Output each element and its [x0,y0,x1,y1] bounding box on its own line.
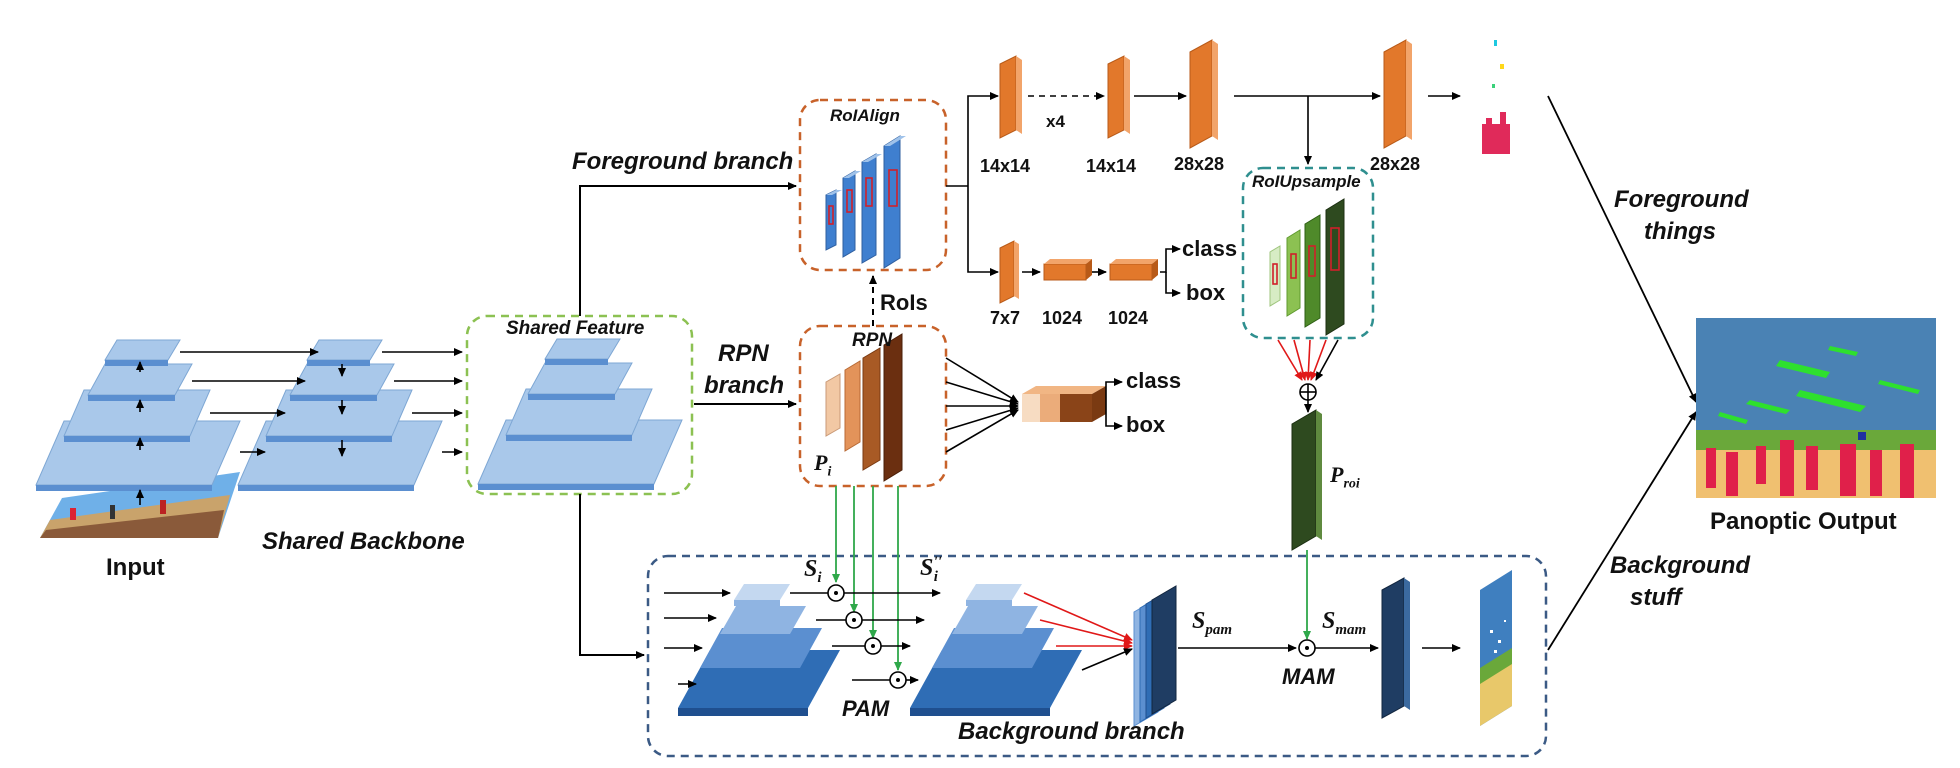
pam-label: PAM [842,696,890,721]
mask-size-2-label: 14x14 [1086,156,1137,176]
p-roi-label: Proi [1330,462,1360,492]
roialign-output-arrows [946,92,999,276]
background-stuff-label-line2: stuff [1630,584,1682,611]
roiupsample-feature-stack [1269,198,1345,336]
s-mam-label: Smam [1322,608,1367,638]
pam-input-pyramid [678,584,840,716]
mask-size-4-label: 28x28 [1370,154,1421,174]
roialign-label: RoIAlign [830,106,900,125]
background-branch-label: Background branch [958,718,1185,745]
concat-feature-stack [1133,585,1177,727]
shared-backbone-label: Shared Backbone [262,528,465,555]
box-head-class-label: class [1182,236,1238,261]
box-head-blocks [999,240,1158,304]
roiupsample-black-arrow [1315,339,1339,381]
roiupsample-box [1241,166,1375,340]
box-size-3-label: 1024 [1108,308,1149,328]
pam-dot-centers [834,591,900,682]
mam-operator [1298,639,1316,657]
rpn-branch-label-line1: RPN [718,340,769,367]
s-i-label: Si [804,556,822,586]
roialign-box [798,98,948,272]
mask-head-blocks [999,39,1412,149]
stuff-segmentation-preview [1480,570,1512,726]
roialign-feature-stack [825,135,906,269]
roiupsample-red-arrows [1277,339,1327,381]
input-label: Input [106,554,165,581]
instance-mask-preview [1482,36,1510,156]
rpn-feature-stack [825,333,903,482]
background-branch-box [646,554,1548,758]
panoptic-output-label: Panoptic Output [1710,508,1897,535]
rois-label: RoIs [880,290,928,315]
box-size-2-label: 1024 [1042,308,1083,328]
pam-to-concat-arrows [1023,592,1133,671]
foreground-things-label-line2: things [1644,218,1716,245]
mam-output-block [1381,577,1410,719]
rpn-label: RPN [852,330,893,351]
mask-size-1-label: 14x14 [980,156,1031,176]
roiupsample-label: RoIUpsample [1252,172,1361,191]
backbone-pyramid-fpn [237,339,443,491]
p-i-label: Pi [814,450,832,480]
pam-dot-operators [827,584,907,689]
branch-arrows [579,182,797,659]
mask-head-arrows [1028,92,1461,165]
final-arrows [1547,95,1697,651]
pam-lines [790,589,941,684]
p-roi-block [1291,409,1322,551]
pam-output-pyramid [910,584,1082,716]
s-pam-label: Spam [1192,608,1233,638]
foreground-branch-label: Foreground branch [572,148,794,175]
rpn-branch-label-line2: branch [704,372,785,399]
box-head-arrows [1022,245,1181,297]
x4-label: x4 [1046,112,1065,131]
foreground-things-label-line1: Foreground [1614,186,1749,213]
rpn-output-block [1022,386,1106,422]
box-head-box-label: box [1186,280,1226,305]
backbone-lateral-arrows [180,348,463,456]
sum-operator [1299,383,1317,401]
rpn-box-label: box [1126,412,1166,437]
box-size-1-label: 7x7 [990,308,1021,328]
shared-feature-pyramid [477,338,683,490]
rpn-to-pam-green-arrows [832,486,902,671]
mask-size-3-label: 28x28 [1174,154,1225,174]
rpn-fan-arrows [945,357,1019,453]
pam-input-arrows [664,589,731,688]
rpn-class-label: class [1126,368,1182,393]
panoptic-output-image [1696,318,1936,498]
background-stuff-label-line1: Background [1610,552,1751,579]
backbone-pyramid-input [35,339,241,491]
shared-feature-label: Shared Feature [506,318,645,339]
mam-label: MAM [1282,664,1335,689]
s-pp-i-label: S''i [920,554,942,585]
rpn-output-arrows [1105,378,1123,430]
